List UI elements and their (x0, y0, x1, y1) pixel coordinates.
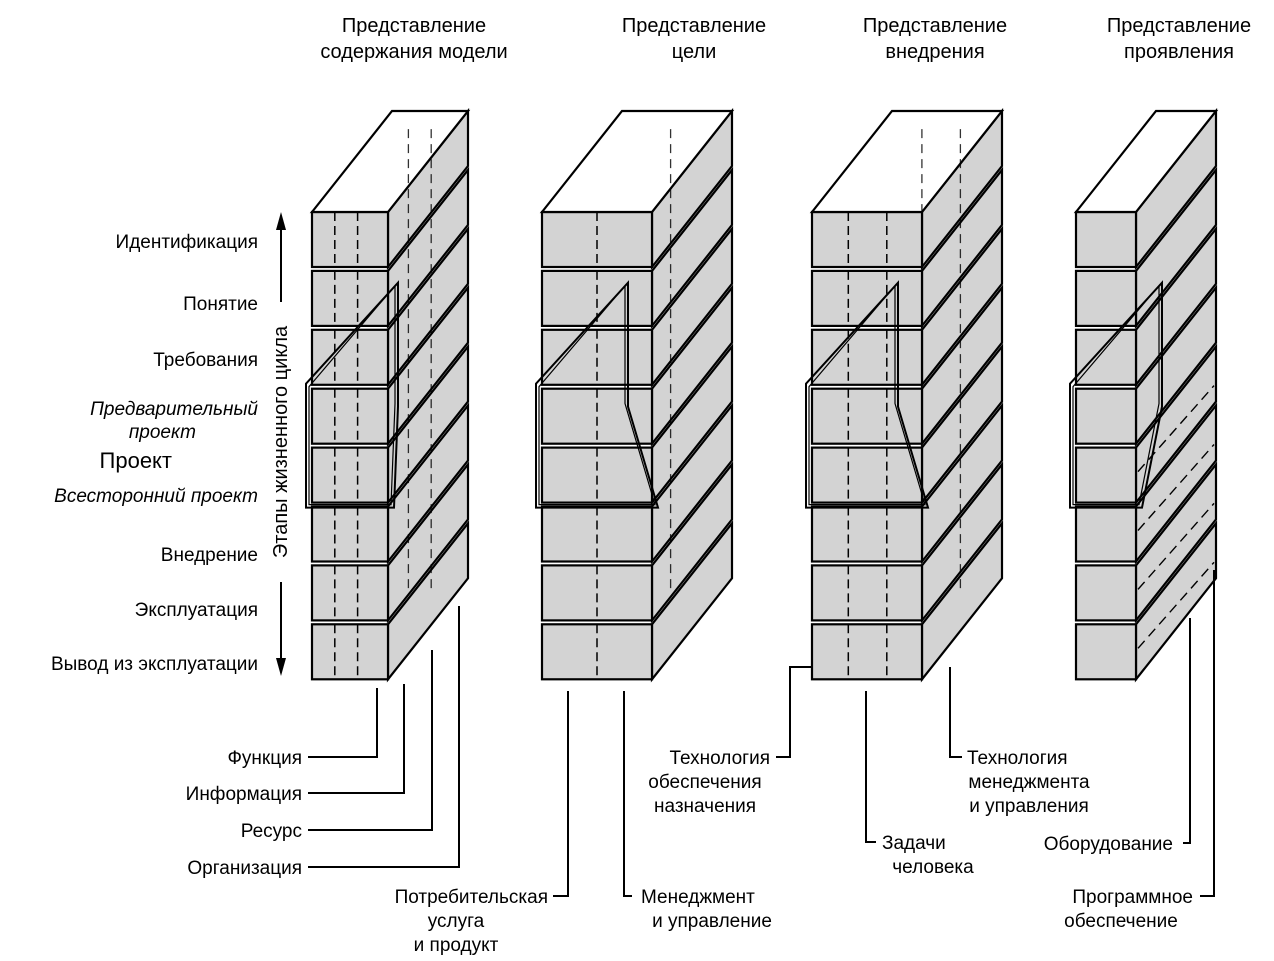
block-manifestation (1074, 343, 1218, 506)
callout-organization: Организация (187, 858, 302, 879)
view-title-model-content-l2: содержания модели (320, 41, 507, 63)
block-implementation (810, 107, 1004, 271)
block-implementation (810, 402, 1004, 565)
view-title-manifestation-l2: проявления (1124, 41, 1234, 63)
lifecycle-axis: Этапы жизненного цикла (270, 212, 292, 676)
block-model-content (310, 520, 470, 683)
block-implementation (810, 461, 1004, 624)
column-implementation (805, 107, 1005, 683)
stage-label-concept: Понятие (183, 294, 258, 315)
stage-label-operation: Эксплуатация (135, 600, 258, 621)
callout-human-tasks-2: человека (892, 857, 974, 878)
top-face-manifestation (1073, 109, 1219, 214)
callout-lines (308, 570, 1215, 897)
callout-texts: Функция Информация Ресурс Организация По… (186, 748, 1193, 956)
stage-label-design: Проект (100, 448, 172, 473)
block-purpose (540, 402, 734, 565)
block-manifestation (1074, 166, 1218, 330)
block-purpose (540, 107, 734, 271)
callout-software-1: Программное (1072, 887, 1193, 908)
callout-mission-tech-2: обеспечения (648, 772, 761, 793)
stage-labels: Идентификация Понятие Требования Предвар… (51, 232, 258, 675)
callout-resource: Ресурс (241, 821, 302, 842)
arrow-down-icon (276, 658, 286, 676)
block-purpose (540, 461, 734, 624)
stage-label-requirements: Требования (153, 350, 258, 371)
block-manifestation (1074, 461, 1218, 624)
column-purpose (535, 107, 735, 683)
callout-control-tech-1: Технология (967, 748, 1068, 769)
block-implementation (810, 520, 1004, 683)
block-purpose (540, 343, 734, 506)
top-face-purpose (539, 109, 735, 214)
top-face-model-content (309, 109, 471, 214)
block-implementation (810, 166, 1004, 330)
stage-label-preliminary-design: Предварительный (90, 399, 258, 420)
callout-human-tasks-1: Задачи (882, 833, 946, 854)
view-title-implementation-l2: внедрения (885, 41, 984, 63)
arrow-up-icon (276, 212, 286, 230)
column-manifestation (1069, 107, 1219, 683)
column-model-content (305, 107, 471, 683)
callout-consumer-service-1: Потребительская (395, 887, 548, 908)
block-manifestation (1074, 402, 1218, 565)
axis-label: Этапы жизненного цикла (270, 325, 292, 558)
block-purpose (540, 520, 734, 683)
view-titles: Представление содержания модели Представ… (320, 15, 1251, 63)
view-title-purpose-l1: Представление (622, 15, 766, 37)
block-manifestation (1074, 225, 1218, 388)
callout-consumer-service-3: и продукт (414, 935, 499, 956)
callout-information: Информация (186, 784, 302, 805)
block-manifestation (1074, 520, 1218, 683)
stage-label-identification: Идентификация (116, 232, 258, 253)
callout-software-2: обеспечение (1064, 911, 1178, 932)
block-purpose (540, 166, 734, 330)
callout-consumer-service-2: услуга (428, 911, 485, 932)
callout-mission-tech-1: Технология (669, 748, 770, 769)
view-title-implementation-l1: Представление (863, 15, 1007, 37)
block-manifestation (1074, 284, 1218, 447)
callout-function: Функция (227, 748, 302, 769)
stage-label-detailed-design: Всесторонний проект (54, 486, 258, 507)
view-columns (305, 107, 1219, 683)
callout-control-tech-3: и управления (969, 796, 1089, 817)
block-implementation (810, 225, 1004, 388)
callout-management-control-2: и управление (652, 911, 772, 932)
stage-label-preliminary-design-2: проект (129, 422, 196, 443)
callout-control-tech-2: менеджмента (968, 772, 1090, 793)
view-title-purpose-l2: цели (672, 41, 717, 63)
manifestation-diagonals (1137, 385, 1215, 649)
view-title-model-content-l1: Представление (342, 15, 486, 37)
callout-management-control-1: Менеджмент (641, 887, 755, 908)
stage-label-implementation: Внедрение (161, 545, 258, 566)
view-title-manifestation-l1: Представление (1107, 15, 1251, 37)
top-face-implementation (809, 109, 1005, 214)
callout-mission-tech-3: назначения (654, 796, 756, 817)
stage-label-decommission: Вывод из эксплуатации (51, 654, 258, 675)
callout-hardware: Оборудование (1044, 834, 1173, 855)
